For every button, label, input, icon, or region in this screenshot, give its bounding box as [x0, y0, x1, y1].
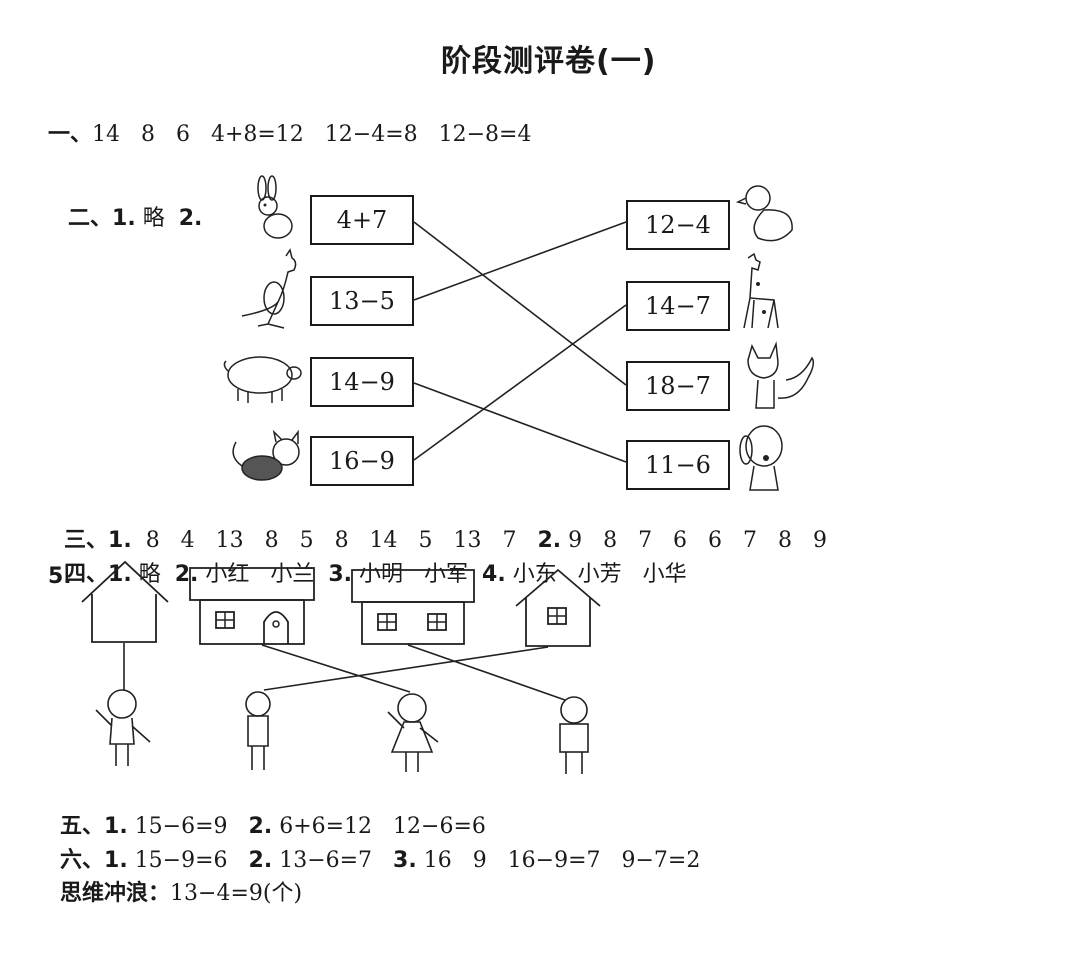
answer-text: 小红 小兰: [205, 562, 315, 587]
pig-icon: [223, 356, 302, 403]
right-expression-box: 12−4: [626, 200, 730, 250]
section-6-label: 六、: [60, 848, 105, 873]
house-icon: [81, 560, 169, 643]
q-number: 2.: [248, 848, 273, 873]
giraffe-icon: [743, 252, 779, 329]
section-2-label: 二、: [68, 206, 113, 231]
duck-icon: [735, 185, 793, 242]
q-number: 2.: [248, 814, 273, 839]
q-number: 4.: [482, 562, 506, 587]
answer-text: 13−4=9(个): [170, 881, 303, 906]
match-line: [407, 644, 566, 701]
house-icon: [189, 567, 315, 645]
q-number: 2.: [178, 206, 203, 231]
section-5-label: 五、: [60, 814, 105, 839]
right-expression-box: 11−6: [626, 440, 730, 490]
section-3: 三、1. 8 4 13 8 5 8 14 5 13 7 2. 9 8 7 6 6…: [50, 496, 827, 556]
section-4-label: 四、: [64, 562, 109, 587]
bonus-label: 思维冲浪：: [60, 881, 171, 906]
child-icon: [245, 691, 271, 770]
fox-icon: [747, 341, 815, 409]
left-expression-box: 13−5: [310, 276, 414, 326]
match-line: [413, 304, 627, 461]
q-number: 5.: [48, 564, 72, 589]
q-number: 3.: [393, 848, 417, 873]
answer-text: 9 8 7 6 6 7 8 9: [568, 528, 827, 553]
answer-text: 小明 小军: [359, 562, 469, 587]
dog-icon: [739, 425, 783, 491]
answer-text: 8 4 13 8 5 8 14 5 13 7: [145, 528, 517, 553]
right-expression-box: 18−7: [626, 361, 730, 411]
cat-icon: [232, 429, 300, 481]
answer-text: 15−9=6: [134, 848, 228, 873]
house-icon: [351, 569, 475, 645]
answer-text: 13−6=7: [279, 848, 373, 873]
q-number: 1.: [108, 562, 132, 587]
child-icon: [387, 693, 439, 772]
house-icon: [515, 568, 601, 647]
child-icon: [559, 696, 589, 774]
q-number: 1.: [104, 848, 128, 873]
match-line: [413, 382, 627, 463]
section-5: 五、1. 15−6=9 2. 6+6=12 12−6=6: [46, 782, 486, 842]
page-title: 阶段测评卷(一): [441, 44, 657, 79]
answer-text: 6+6=12 12−6=6: [279, 814, 486, 839]
kangaroo-icon: [241, 248, 297, 329]
q-number: 1.: [104, 814, 128, 839]
answer-text: 15−6=9: [134, 814, 228, 839]
match-line: [261, 644, 411, 693]
right-expression-box: 14−7: [626, 281, 730, 331]
match-line: [413, 221, 627, 301]
bonus-section: 思维冲浪：13−4=9(个): [46, 849, 302, 909]
left-expression-box: 14−9: [310, 357, 414, 407]
q-number: 3.: [328, 562, 353, 587]
q-number: 1.: [108, 528, 132, 553]
section-6: 六、1. 15−9=6 2. 13−6=7 3. 16 9 16−9=7 9−7…: [46, 816, 700, 876]
section-4: 四、1. 略 2. 小红 小兰 3. 小明 小军 4. 小东 小芳 小华: [50, 530, 687, 590]
section-3-label: 三、: [64, 528, 109, 553]
section-1-label: 一、: [48, 122, 93, 147]
section-2-header: 二、1. 略 2.: [54, 174, 202, 234]
rabbit-icon: [257, 175, 293, 239]
section-1-answers: 14 8 6 4+8=12 12−4=8 12−8=4: [92, 122, 532, 147]
answer-text: 小东 小芳 小华: [512, 562, 687, 587]
answer-text: 16 9 16−9=7 9−7=2: [423, 848, 701, 873]
child-icon: [95, 689, 151, 766]
match-line: [413, 221, 627, 386]
section-1: 一、14 8 6 4+8=12 12−4=8 12−8=4: [34, 90, 531, 150]
left-expression-box: 4+7: [310, 195, 414, 245]
left-expression-box: 16−9: [310, 436, 414, 486]
answer-text: 略: [142, 206, 165, 231]
q-number: 1.: [112, 206, 136, 231]
q-number: 2.: [537, 528, 562, 553]
match-line: [263, 646, 549, 691]
